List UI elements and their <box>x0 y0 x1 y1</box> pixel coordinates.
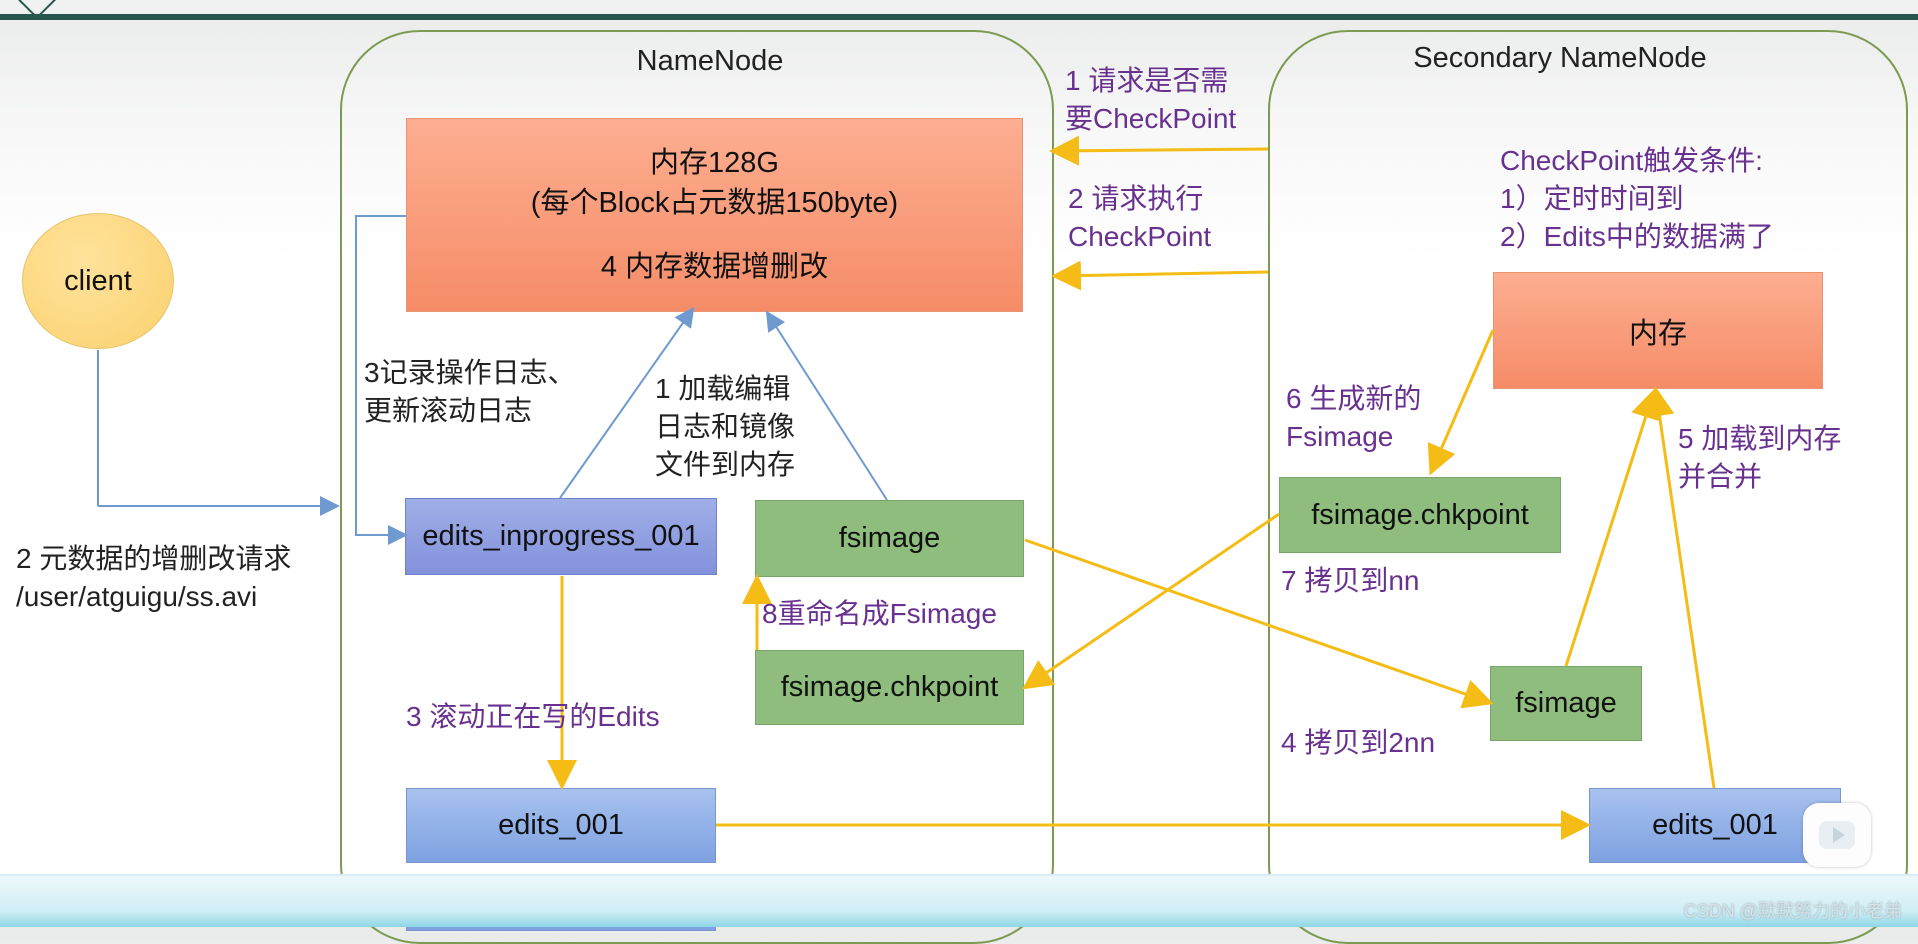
fsimage-to-memory-arrow <box>1564 388 1660 667</box>
namenode-fsimage-box[interactable]: fsimage <box>755 500 1024 577</box>
csdn-watermark: CSDN @默默努力的小老弟 <box>1683 901 1902 921</box>
client-label: client <box>64 264 132 297</box>
metadata-size-label: (每个Block占元数据150byte) <box>530 187 899 219</box>
roll-edits-label: 3 滚动正在写的Edits <box>406 701 660 732</box>
bottom-decoration <box>0 874 1918 927</box>
edits-to-memory-arrow <box>1644 386 1716 789</box>
secondary-namenode-title: Secondary NameNode <box>1413 42 1707 74</box>
namenode-fsimage-chkpoint-box[interactable]: fsimage.chkpoint <box>755 650 1024 725</box>
client-request-label: 2 元数据的增删改请求/user/atguigu/ss.avi <box>16 543 292 612</box>
client-node[interactable]: client <box>22 213 174 349</box>
rename-fsimage-label: 8重命名成Fsimage <box>762 598 997 629</box>
edits-load-arrow <box>559 306 695 499</box>
checkpoint-execute-arrow <box>1051 260 1269 291</box>
play-button-icon[interactable] <box>1803 803 1871 867</box>
secondary-fsimage-chkpoint-label: fsimage.chkpoint <box>1311 498 1529 531</box>
secondary-fsimage-box[interactable]: fsimage <box>1490 666 1642 741</box>
copy-fsimage-to-secondary-arrow <box>1024 538 1494 709</box>
copy-chkpoint-to-namenode-arrow <box>1022 512 1280 690</box>
operation-log-label: 3记录操作日志、更新滚动日志 <box>364 357 576 426</box>
secondary-memory-box[interactable]: 内存 <box>1493 272 1823 389</box>
request-checkpoint-label: 1 请求是否需要CheckPoint <box>1065 65 1237 134</box>
edits-inprogress-001-box[interactable]: edits_inprogress_001 <box>405 498 717 575</box>
log-update-connector <box>355 215 408 545</box>
diagram-arrows <box>97 135 1716 840</box>
namenode-fsimage-label: fsimage <box>838 522 941 554</box>
namenode-memory-box[interactable]: 内存128G (每个Block占元数据150byte) 4 内存数据增删改 <box>406 118 1023 312</box>
namenode-fsimage-chkpoint-label: fsimage.chkpoint <box>780 671 999 703</box>
copy-to-nn-label: 7 拷贝到nn <box>1281 565 1420 596</box>
load-to-memory-label: 1 加载编辑日志和镜像文件到内存 <box>655 373 796 480</box>
load-and-merge-label: 5 加载到内存并合并 <box>1678 423 1842 492</box>
edits-inprogress-001-label: edits_inprogress_001 <box>422 520 700 552</box>
secondary-fsimage-label: fsimage <box>1515 687 1617 719</box>
generate-fsimage-arrow <box>1427 329 1495 476</box>
secondary-memory-label: 内存 <box>1628 317 1687 350</box>
namenode-edits-001-box[interactable]: edits_001 <box>406 788 716 863</box>
namenode-edits-001-label: edits_001 <box>498 809 624 841</box>
secondary-edits-001-box[interactable]: edits_001 <box>1589 788 1841 863</box>
memory-size-label: 内存128G <box>650 147 779 179</box>
checkpoint-request-arrow <box>1049 135 1269 166</box>
fsimage-load-arrow <box>765 310 888 501</box>
memory-crud-label: 4 内存数据增删改 <box>600 251 829 283</box>
top-bar <box>0 0 1918 20</box>
namenode-title: NameNode <box>636 45 784 77</box>
secondary-fsimage-chkpoint-box[interactable]: fsimage.chkpoint <box>1279 477 1561 553</box>
secondary-edits-001-label: edits_001 <box>1652 809 1778 841</box>
copy-to-2nn-label: 4 拷贝到2nn <box>1281 727 1436 758</box>
